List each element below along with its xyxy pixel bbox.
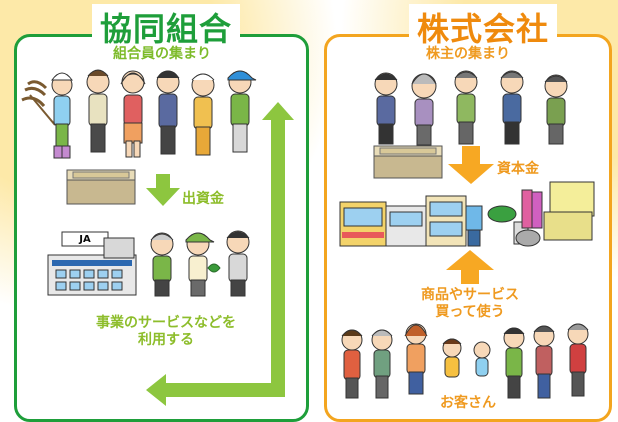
corporation-purchase-line1: 商品やサービス (421, 287, 519, 303)
cooperative-usage-line2: 利用する (138, 332, 194, 348)
wheat-icon (21, 80, 56, 126)
shops-goods-illustration (339, 181, 595, 247)
ja-building-illustration (47, 231, 137, 296)
customers-label: お客さん (440, 395, 496, 411)
down-arrow-icon-left (146, 174, 180, 206)
cooperative-capital-label: 出資金 (182, 191, 224, 207)
loop-arrow-icon (146, 102, 294, 406)
customers-illustration (341, 323, 589, 399)
cooperative-title: 協同組合 (92, 4, 241, 50)
ja-building-sign: JA (79, 234, 91, 245)
down-arrow-icon-right (448, 146, 494, 184)
service-interaction-illustration (150, 230, 250, 297)
cooperative-usage-line1: 事業のサービスなどを (96, 315, 236, 331)
corporation-title: 株式会社 (409, 4, 558, 50)
corporation-capital-label: 資本金 (497, 161, 539, 177)
cooperative-subtitle: 組合員の集まり (113, 46, 211, 62)
money-stack-illustration-left (66, 169, 136, 205)
shareholders-illustration (374, 70, 568, 146)
corporation-purchase-line2: 買って使う (435, 304, 505, 320)
members-group-illustration (21, 69, 257, 159)
corporation-subtitle: 株主の集まり (426, 46, 510, 62)
up-arrow-icon-right (446, 250, 494, 284)
money-stack-illustration-right (373, 145, 443, 179)
